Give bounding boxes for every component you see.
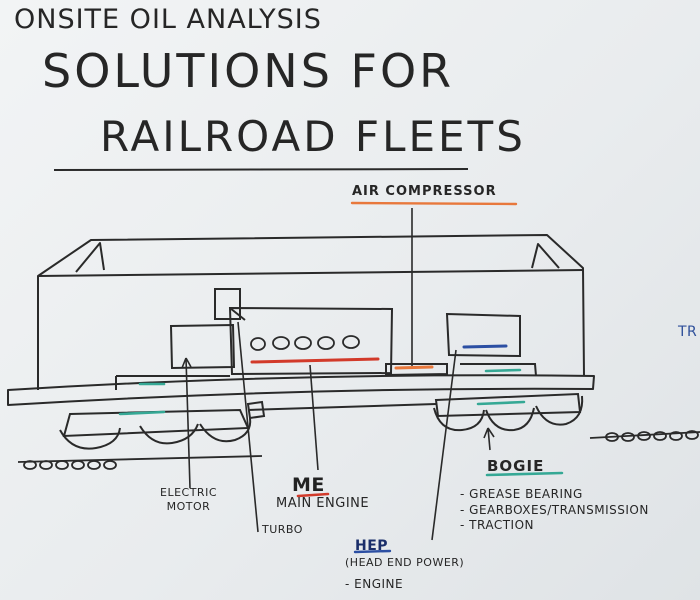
hep-pointer — [431, 349, 457, 541]
electric-motor-pointer — [185, 357, 191, 489]
bogie-item-traction: - TRACTION — [460, 518, 534, 532]
title-underline — [53, 168, 469, 171]
cut-off-label: TR — [678, 324, 698, 340]
pointer-lines — [181, 208, 495, 541]
bogies — [59, 392, 584, 450]
electric-motor-line-1: ELECTRIC — [160, 486, 217, 499]
air-compressor-label: AIR COMPRESSOR — [352, 184, 497, 199]
hep-item-engine: - ENGINE — [345, 577, 404, 591]
bogie-item-gearboxes: - GEARBOXES/TRANSMISSION — [460, 503, 649, 517]
main-engine-box — [228, 306, 394, 376]
turbo-label: TURBO — [262, 523, 303, 536]
electric-motor-label: ELECTRIC MOTOR — [160, 486, 217, 514]
bogie-pointer — [487, 427, 491, 451]
me-label: ME — [292, 474, 325, 496]
equipment — [115, 288, 537, 390]
bogie-label: BOGIE — [487, 457, 545, 475]
main-engine-label: MAIN ENGINE — [276, 496, 370, 511]
electric-motor-box — [169, 323, 236, 370]
marker-accents — [118, 201, 564, 554]
bogie-item-grease-bearing: - GREASE BEARING — [460, 487, 583, 501]
track — [17, 430, 700, 470]
turbo-pointer — [237, 321, 259, 533]
subtitle: ONSITE OIL ANALYSIS — [14, 4, 322, 35]
hep-label: HEP — [355, 538, 389, 554]
locomotive-body — [7, 234, 595, 406]
main-engine-pointer — [309, 364, 319, 471]
electric-motor-line-2: MOTOR — [166, 500, 211, 513]
title-line-2: RAILROAD FLEETS — [100, 112, 526, 161]
turbo-stack — [214, 288, 241, 320]
air-compressor-box — [445, 312, 521, 358]
hep-full-label: (HEAD END POWER) — [345, 556, 465, 569]
title-line-1: SOLUTIONS FOR — [42, 44, 455, 98]
engine-portholes — [250, 335, 360, 351]
